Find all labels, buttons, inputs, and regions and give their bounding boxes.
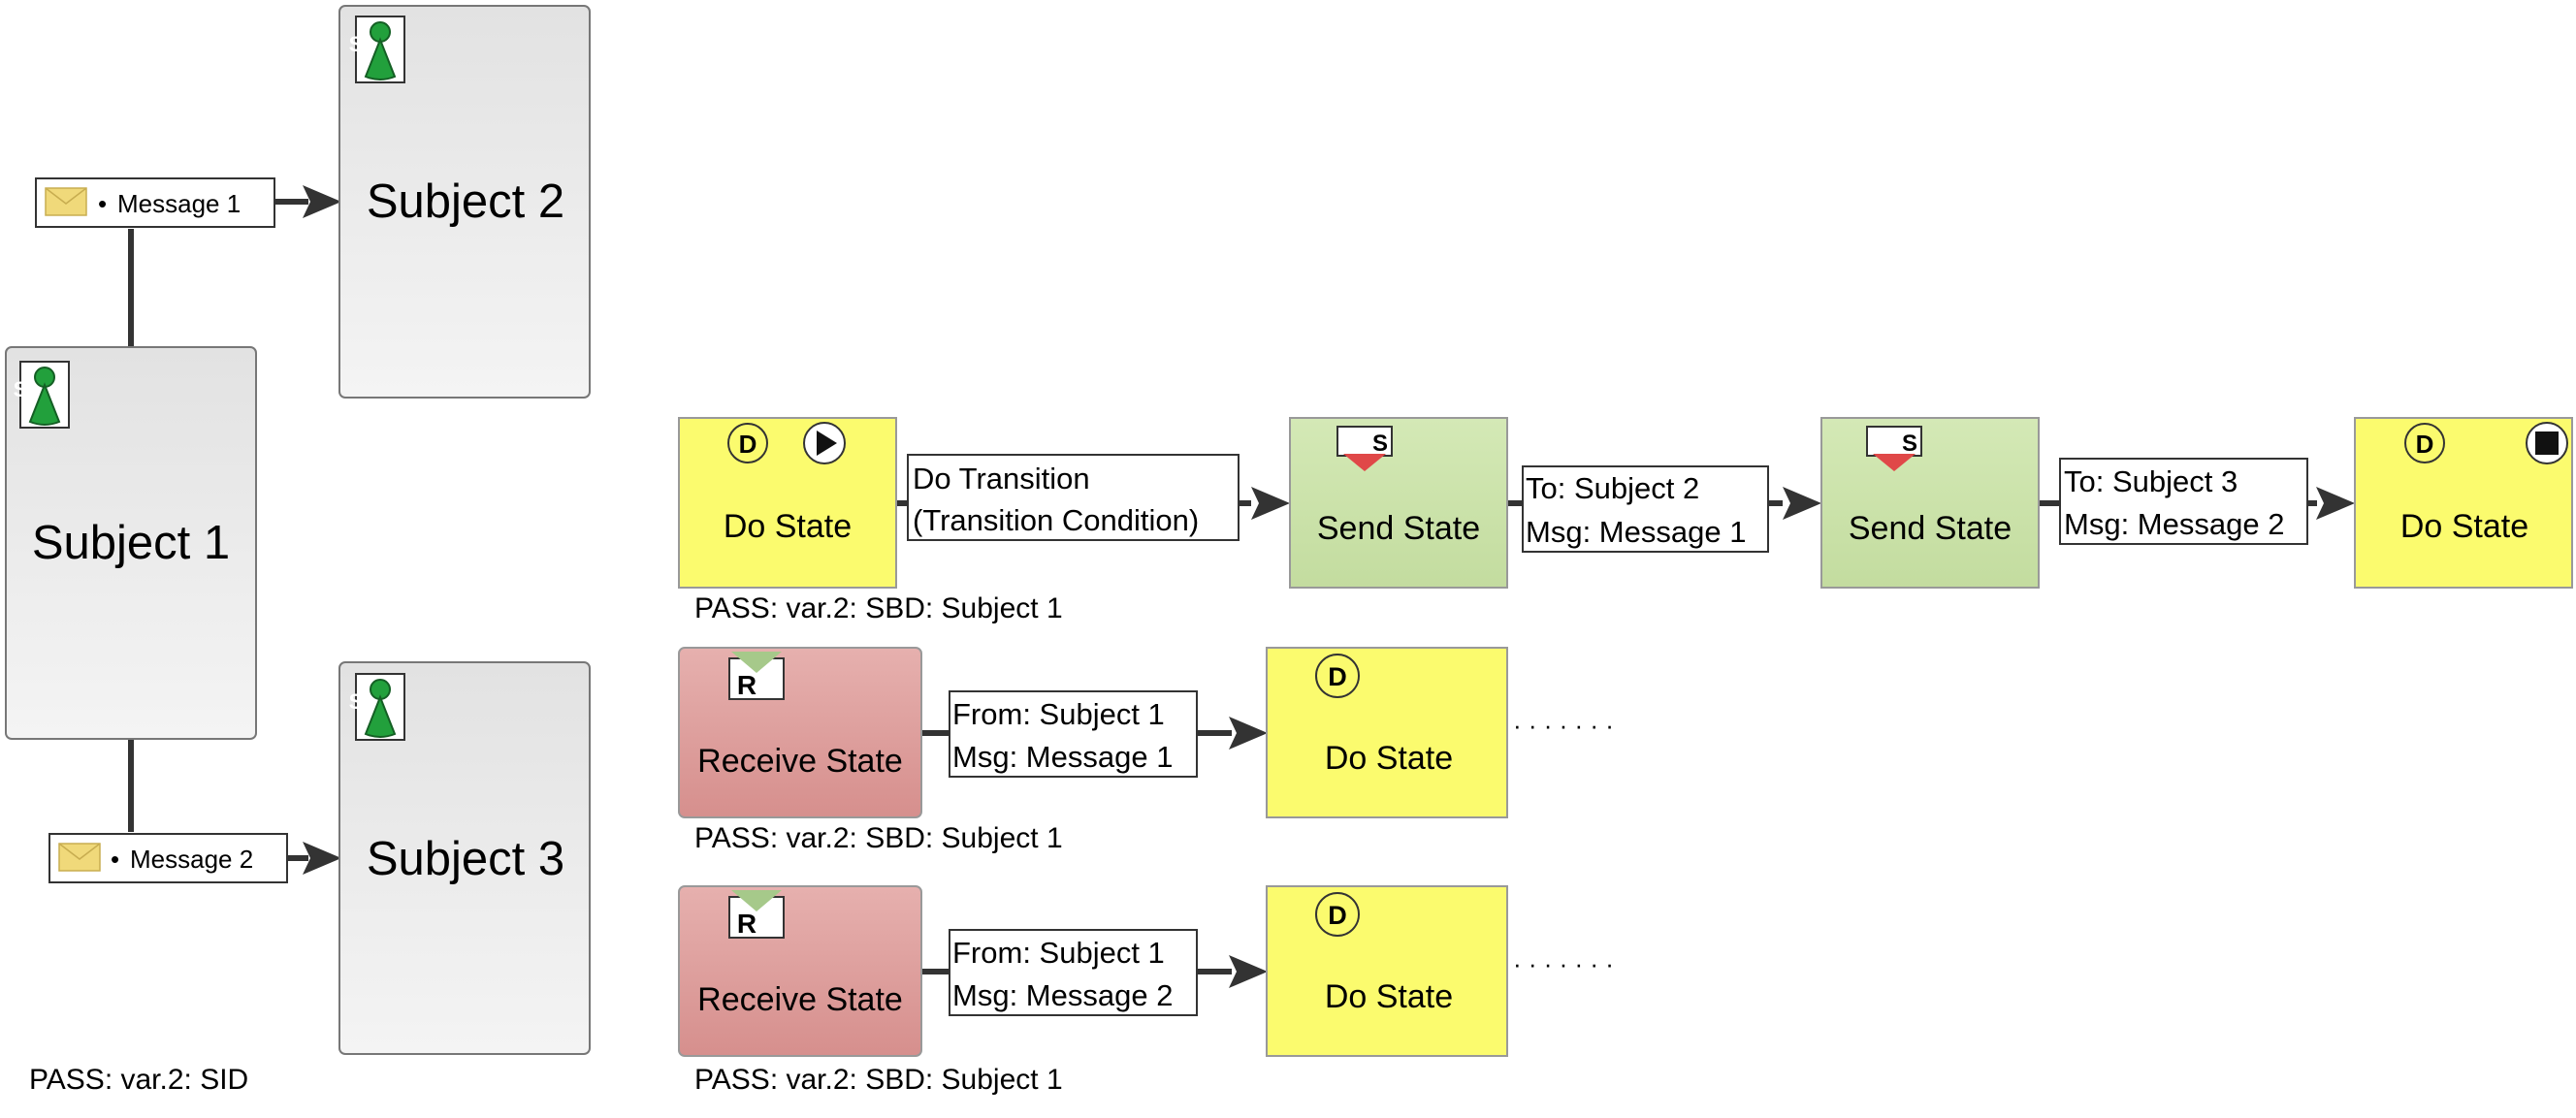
state-label: Do State [724, 508, 852, 545]
receive-icon-marker [731, 652, 782, 673]
do-icon-letter: D [2416, 430, 2434, 459]
receive-msg: Msg: Message 1 [952, 740, 1173, 774]
subject-1-box[interactable]: S Subject 1 [5, 346, 257, 740]
do-state-row2[interactable]: D Do State [1266, 647, 1508, 818]
continuation-dots: · · · · · · · [1513, 711, 1614, 740]
send-label-1[interactable]: To: Subject 2 Msg: Message 1 [1522, 465, 1769, 553]
send-state-2[interactable]: S Send State [1820, 417, 2040, 589]
state-label: Receive State [697, 981, 903, 1018]
subject-3-label: Subject 3 [367, 833, 564, 885]
message-1-label-box[interactable]: • Message 1 [35, 177, 275, 228]
subject-icon-letter: S [349, 689, 364, 714]
receive-msg: Msg: Message 2 [952, 978, 1173, 1012]
do-icon [1315, 654, 1360, 698]
receive-state-2[interactable]: R Receive State [678, 885, 922, 1057]
message-2-label-box[interactable]: • Message 2 [48, 833, 288, 883]
start-icon-triangle [817, 431, 837, 456]
do-icon [2404, 423, 2445, 463]
sbd-row1-caption: PASS: var.2: SBD: Subject 1 [694, 592, 1063, 624]
do-state-end[interactable]: D Do State [2354, 417, 2573, 589]
do-icon [1315, 892, 1360, 937]
do-icon [727, 423, 768, 463]
send-icon [1866, 426, 1922, 457]
do-icon-letter: D [1328, 901, 1347, 930]
continuation-dots: · · · · · · · [1513, 949, 1614, 978]
state-label: Receive State [697, 743, 903, 780]
send-msg: Msg: Message 2 [2064, 507, 2284, 541]
subject-icon [355, 16, 405, 83]
state-label: Do State [1325, 740, 1453, 777]
send-icon-letter: S [1902, 431, 1917, 457]
do-transition-label[interactable]: Do Transition (Transition Condition) [907, 454, 1240, 541]
sbd-row3-connectors [921, 955, 1268, 988]
subject-3-box[interactable]: S Subject 3 [338, 661, 591, 1055]
sbd-row2-caption: PASS: var.2: SBD: Subject 1 [694, 822, 1063, 854]
send-icon-letter: S [1372, 431, 1388, 457]
sbd-row2-connectors [921, 717, 1268, 750]
subject-icon-letter: S [349, 32, 364, 56]
state-label: Send State [1317, 510, 1480, 547]
sbd-row3-caption: PASS: var.2: SBD: Subject 1 [694, 1064, 1063, 1096]
state-label: Do State [1325, 978, 1453, 1015]
receive-icon-letter: R [737, 909, 757, 939]
subject-icon [355, 673, 405, 741]
state-label: Send State [1849, 510, 2012, 547]
receive-icon-marker [731, 890, 782, 911]
sid-connectors [128, 185, 341, 875]
send-icon-marker [1873, 454, 1916, 471]
send-to: To: Subject 3 [2064, 464, 2238, 498]
receive-from: From: Subject 1 [952, 697, 1165, 731]
do-icon-letter: D [739, 430, 757, 459]
envelope-icon [58, 843, 101, 872]
subject-2-label: Subject 2 [367, 176, 564, 228]
message-2-text: Message 2 [130, 845, 253, 874]
send-icon-marker [1343, 454, 1386, 471]
message-bullet: • [111, 845, 119, 874]
sbd-row1-connectors [896, 487, 2355, 520]
message-1-text: Message 1 [117, 189, 241, 218]
receive-state-1[interactable]: R Receive State [678, 647, 922, 818]
do-state-row3[interactable]: D Do State [1266, 885, 1508, 1057]
send-to: To: Subject 2 [1526, 471, 1699, 505]
do-state-start[interactable]: D Do State [678, 417, 897, 589]
receive-label-1[interactable]: From: Subject 1 Msg: Message 1 [949, 690, 1198, 778]
receive-icon-letter: R [737, 670, 757, 700]
subject-2-box[interactable]: S Subject 2 [338, 5, 591, 399]
message-bullet: • [98, 189, 107, 218]
send-icon [1336, 426, 1393, 457]
envelope-icon [45, 187, 87, 216]
do-icon-letter: D [1328, 662, 1347, 691]
transition-line-2: (Transition Condition) [913, 503, 1199, 537]
send-msg: Msg: Message 1 [1526, 515, 1746, 549]
receive-label-2[interactable]: From: Subject 1 Msg: Message 2 [949, 929, 1198, 1016]
transition-line-1: Do Transition [913, 462, 1090, 495]
subject-icon [19, 361, 70, 429]
state-label: Do State [2400, 508, 2528, 545]
end-icon-square [2535, 431, 2559, 455]
subject-icon-letter: S [14, 377, 28, 401]
send-state-1[interactable]: S Send State [1289, 417, 1508, 589]
send-label-2[interactable]: To: Subject 3 Msg: Message 2 [2059, 458, 2308, 545]
receive-from: From: Subject 1 [952, 936, 1165, 970]
sid-caption: PASS: var.2: SID [29, 1064, 248, 1096]
subject-1-label: Subject 1 [32, 517, 230, 569]
